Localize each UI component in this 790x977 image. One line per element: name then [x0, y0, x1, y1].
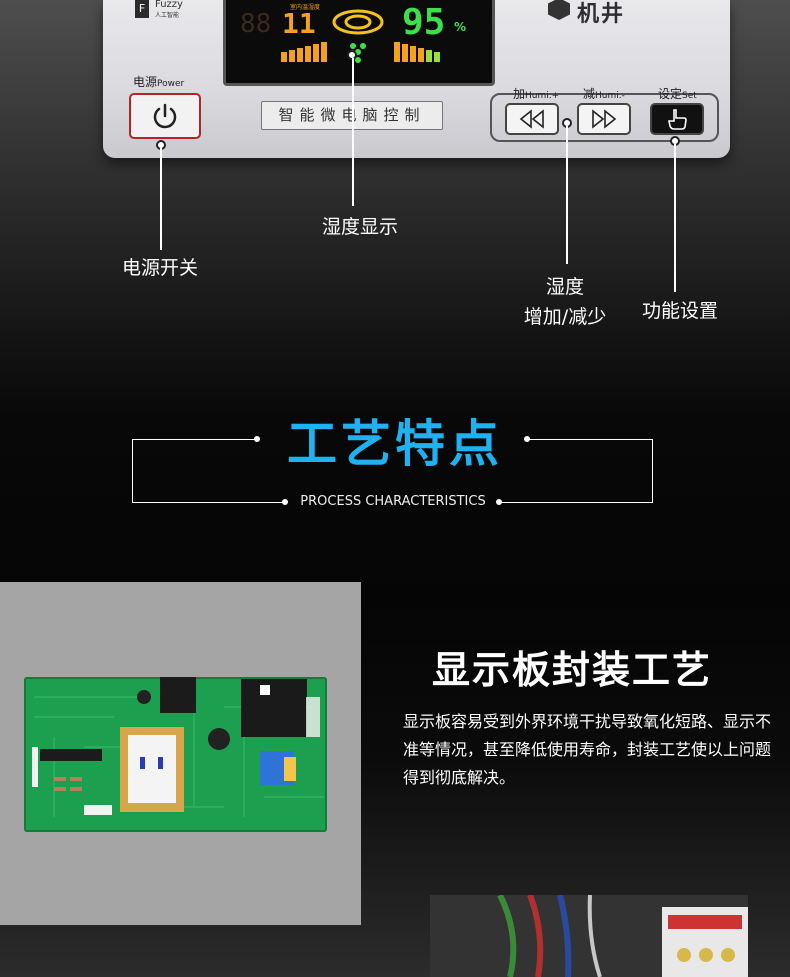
fuzzy-logo: F Fuzzy 人工智能	[131, 0, 209, 20]
lcd-humidity-value: 95	[402, 2, 445, 43]
lcd-ghost-digits: 88	[240, 9, 271, 39]
set-label: 设定Set	[658, 87, 697, 101]
pcb-photo	[0, 582, 361, 925]
section-heading-title: 工艺特点	[287, 415, 503, 473]
section-heading-subtitle: PROCESS CHARACTERISTICS	[300, 494, 486, 509]
power-label-cn: 电源	[133, 75, 158, 89]
function-setting-caption: 功能设置	[641, 300, 718, 322]
lcd-humidity-unit: %	[454, 20, 466, 34]
transformer-core	[128, 735, 176, 803]
lcd-temp-value: 11	[282, 7, 316, 40]
power-icon	[153, 103, 177, 129]
brand-hexagon-icon	[548, 0, 570, 20]
wiring-photo	[430, 893, 748, 977]
lcd-display: 88 11 室内温湿度 95 %	[223, 0, 495, 86]
humidity-swirl-icon	[332, 9, 384, 35]
relay-large	[241, 679, 307, 737]
ic-chip	[40, 749, 102, 761]
display-callout-line	[352, 58, 354, 206]
circuit-board-graphics	[32, 677, 324, 817]
pointing-hand-icon	[668, 109, 687, 130]
wiring-graphics	[430, 893, 748, 977]
lcd-left-bar-graph	[281, 42, 327, 62]
circuit-board-image	[24, 677, 327, 832]
humidity-swirl-inner	[344, 14, 372, 30]
lcd-small-label: 室内温湿度	[290, 3, 320, 11]
section-title: 显示板封装工艺	[431, 648, 712, 692]
humi-plus-button[interactable]: 加Humi.+	[505, 87, 559, 135]
lcd-right-bar-graph	[394, 42, 440, 62]
power-label: 电源Power	[133, 73, 184, 90]
power-label-en: Power	[157, 79, 185, 89]
brand-logo: 机井	[543, 0, 643, 27]
buzzer	[208, 728, 230, 750]
fuzzy-logo-subtext: 人工智能	[155, 12, 180, 19]
adjust-callout-line	[566, 126, 568, 264]
fast-forward-icon	[592, 109, 617, 129]
pin-header	[32, 747, 38, 787]
humidity-adjust-caption-line1: 湿度	[545, 276, 584, 298]
fuzzy-logo-text: Fuzzy	[155, 0, 183, 10]
humi-minus-button[interactable]: 减Humi.-	[577, 87, 631, 135]
lcd-display-graphics: 88 11 室内温湿度 95 %	[240, 2, 466, 63]
humidity-button-group: 加Humi.+ 减Humi.- 设定Set	[490, 87, 719, 142]
power-connector	[160, 677, 196, 713]
humi-minus-label: 减Humi.-	[583, 87, 625, 101]
section-body: 显示板容易受到外界环境干扰导致氧化短路、显示不准等情况，甚至降低使用寿命，封装工…	[403, 712, 772, 787]
rewind-icon	[519, 109, 544, 129]
power-button[interactable]	[129, 93, 201, 139]
power-switch-caption: 电源开关	[121, 257, 198, 279]
set-button[interactable]: 设定Set	[650, 87, 704, 135]
brand-name: 机井	[577, 2, 626, 27]
fuzzy-logo-mark: F	[135, 0, 149, 18]
control-panel: F Fuzzy 人工智能 88 11 室内温湿度 95 %	[103, 0, 730, 158]
power-callout-line	[160, 148, 162, 250]
humidity-adjust-caption-line2: 增加/减少	[523, 306, 607, 328]
humidity-display-caption: 湿度显示	[321, 216, 398, 238]
humi-plus-label: 加Humi.+	[513, 87, 560, 101]
set-callout-line	[674, 144, 676, 292]
